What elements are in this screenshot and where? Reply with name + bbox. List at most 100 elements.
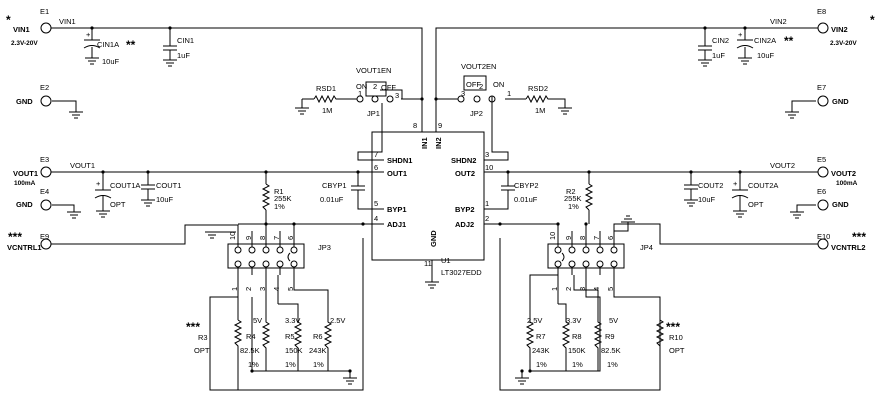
jp1-p3: 3	[395, 91, 399, 100]
cap-cin1	[163, 45, 177, 51]
cap-cout2	[684, 184, 698, 190]
cap-cin2	[698, 45, 712, 51]
jp3-top-1: 10	[228, 232, 237, 240]
terminal-e8[interactable]	[817, 22, 829, 34]
e8-ref: E8	[817, 7, 826, 16]
e4-ref: E4	[40, 187, 49, 196]
resistor-r5	[278, 303, 303, 371]
r8-volt: 3.3V	[566, 316, 581, 325]
ground-icon	[785, 111, 799, 119]
ground-icon	[85, 57, 99, 65]
jp1-p2: 2	[373, 82, 377, 91]
ground-icon	[69, 111, 83, 119]
r9-tol: 1%	[607, 360, 618, 369]
resistor-rsd1	[313, 94, 339, 104]
terminals[interactable]	[40, 22, 829, 250]
jp3-bot-4: 4	[272, 287, 281, 291]
terminal-e10[interactable]	[817, 238, 829, 250]
terminal-e2[interactable]	[40, 95, 52, 107]
terminal-e5[interactable]	[817, 166, 829, 178]
jp3-bot-5: 5	[286, 287, 295, 291]
ground-icon	[733, 210, 747, 218]
jp4-top-2: 9	[564, 236, 573, 240]
cin1-value: 1uF	[177, 51, 190, 60]
resistor-r1	[261, 183, 271, 211]
jp4-bot-4: 4	[592, 287, 601, 291]
capacitors	[83, 39, 754, 199]
jp3-ref: JP3	[318, 243, 331, 252]
cbyp2-ref: CBYP2	[514, 181, 539, 190]
cin1a-value: 10uF	[102, 57, 120, 66]
r3-value: OPT	[194, 346, 210, 355]
cout1a-value: OPT	[110, 200, 126, 209]
jumper-jp2[interactable]	[457, 75, 496, 103]
terminal-e3[interactable]	[40, 166, 52, 178]
r5-volt: 3.3V	[285, 316, 300, 325]
e5-ref: E5	[817, 155, 826, 164]
jp3-bot-3: 3	[258, 287, 267, 291]
terminal-e1[interactable]	[40, 22, 52, 34]
r7-volt: 2.5V	[527, 316, 542, 325]
e10-ref: E10	[817, 232, 830, 241]
rsd2-ref: RSD2	[528, 84, 548, 93]
ground-icon	[141, 199, 155, 207]
r9-ref: R9	[605, 332, 615, 341]
pinnum-gnd: 11	[424, 259, 432, 268]
terminal-e6[interactable]	[817, 199, 829, 211]
cap-cout2a	[731, 189, 749, 199]
pin-shdn1: SHDN1	[387, 156, 412, 165]
cout2-ref: COUT2	[698, 181, 723, 190]
ic-ref: U1	[441, 256, 451, 265]
e8-range: 2.3V-20V	[830, 40, 857, 47]
terminal-e9[interactable]	[40, 238, 52, 250]
cbyp1-value: 0.01uF	[320, 195, 344, 204]
jp4-bot-1: 1	[550, 287, 559, 291]
pinnum-out1: 6	[374, 163, 378, 172]
pin-in1: IN1	[420, 137, 429, 149]
cap-cout1a	[94, 189, 112, 199]
jumper-jp3[interactable]	[227, 231, 305, 275]
pinnum-shdn2: 3	[485, 150, 489, 159]
e3-ref: E3	[40, 155, 49, 164]
ground-icon	[67, 211, 81, 219]
jp3-top-3: 8	[258, 236, 267, 240]
jp3-bot-1: 1	[230, 287, 239, 291]
resistor-r10	[655, 319, 665, 347]
cap-cin1a	[83, 39, 101, 49]
r6-volt: 2.5V	[330, 316, 345, 325]
pin-out1: OUT1	[387, 169, 407, 178]
terminal-e4[interactable]	[40, 199, 52, 211]
r8-ref: R8	[572, 332, 582, 341]
net-vout2: VOUT2	[770, 161, 795, 170]
e1-name: VIN1	[13, 25, 30, 34]
cin2-value: 1uF	[712, 51, 725, 60]
net-vin2: VIN2	[770, 17, 787, 26]
jumper-jp1[interactable]	[356, 81, 403, 103]
r4-value: 82.5K	[240, 346, 260, 355]
jp2-off: OFF	[466, 80, 481, 89]
r1-ref: R1	[274, 187, 284, 196]
resistor-r8	[558, 303, 571, 371]
jumper-jp4[interactable]	[547, 231, 625, 275]
jp1-ref: JP1	[367, 109, 380, 118]
r6-ref: R6	[313, 332, 323, 341]
ground-icon	[558, 107, 572, 115]
jp2-p1: 1	[507, 89, 511, 98]
ground-icon	[790, 211, 804, 219]
ground-symbols	[67, 57, 804, 385]
cin1a-plus: +	[86, 30, 91, 39]
e2-ref: E2	[40, 83, 49, 92]
ground-icon	[515, 377, 529, 385]
pin-out2: OUT2	[455, 169, 475, 178]
e6-name: GND	[832, 200, 849, 209]
jp3-bot-2: 2	[244, 287, 253, 291]
cap-cout1	[141, 184, 155, 190]
r1-value: 255K	[274, 194, 292, 203]
r5-value: 150K	[285, 346, 303, 355]
pinnum-adj1: 4	[374, 214, 378, 223]
resistor-r2	[584, 183, 594, 211]
terminal-e7[interactable]	[817, 95, 829, 107]
cout2a-ref: COUT2A	[748, 181, 778, 190]
cin1-ref: CIN1	[177, 36, 194, 45]
e7-ref: E7	[817, 83, 826, 92]
